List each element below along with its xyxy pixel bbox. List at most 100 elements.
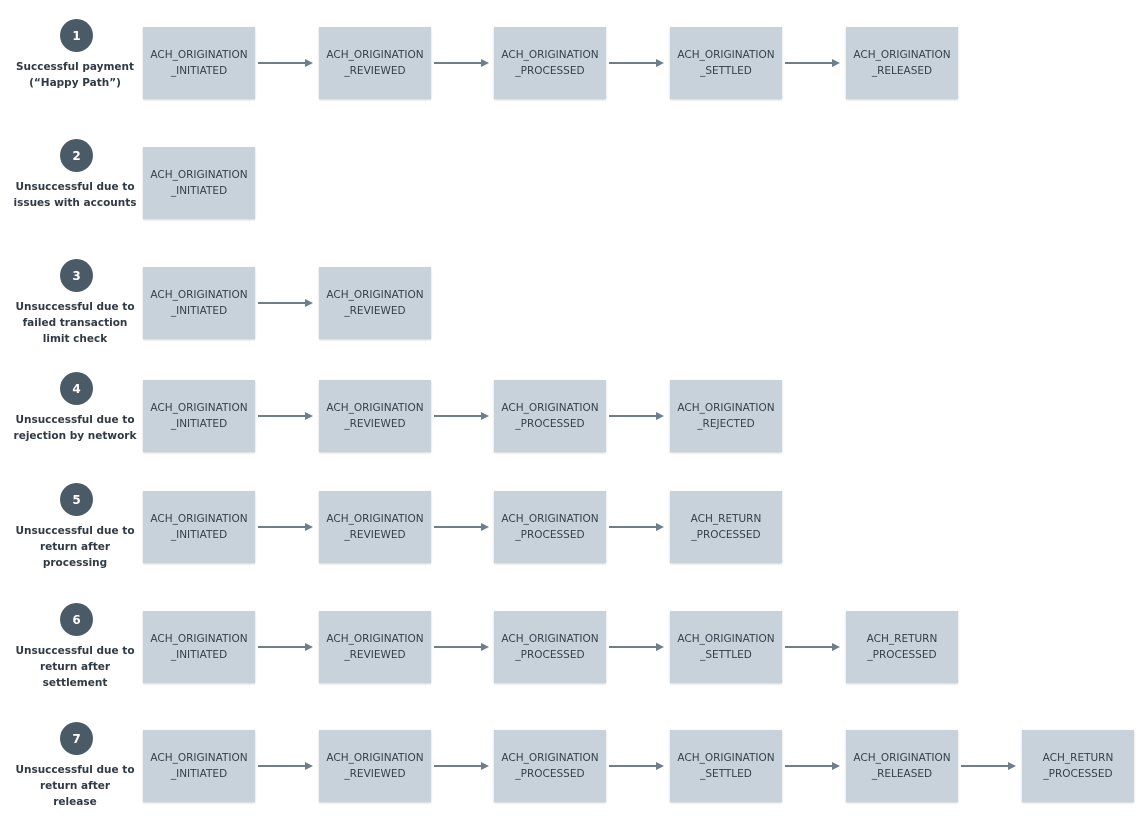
state-box: ACH_ORIGINATION_REJECTED <box>670 380 782 452</box>
state-name-line: _INITIATED <box>170 185 228 197</box>
flow-label-line: rejection by network <box>13 430 137 442</box>
arrow-right-icon <box>434 412 489 420</box>
flow-label: Successful payment(“Happy Path”) <box>10 59 140 91</box>
state-name-line: _PROCESSED <box>515 65 585 77</box>
state-name-line: _INITIATED <box>170 305 228 317</box>
flow-label-line: settlement <box>42 677 108 689</box>
flow-number-badge: 5 <box>60 483 93 516</box>
flow-label-line: Unsuccessful due to <box>15 645 135 657</box>
state-name-line: ACH_ORIGINATION <box>853 752 951 764</box>
state-name-line: ACH_ORIGINATION <box>150 633 248 645</box>
state-box: ACH_ORIGINATION_PROCESSED <box>494 380 606 452</box>
state-box: ACH_ORIGINATION _PROCESSED <box>494 27 606 99</box>
state-name-line: _REJECTED <box>697 418 755 430</box>
state-name-line: ACH_ORIGINATION <box>677 752 775 764</box>
state-name-line: _SETTLED <box>700 649 752 661</box>
flow-number-badge: 6 <box>60 603 93 636</box>
flow-label-line: Unsuccessful due to <box>15 414 135 426</box>
state-box: ACH_ORIGINATION _INITIATED <box>143 611 255 683</box>
flow-label-line: Unsuccessful due to <box>15 301 135 313</box>
state-name-line: _INITIATED <box>170 649 228 661</box>
state-box: ACH_RETURN _PROCESSED <box>1022 730 1134 802</box>
state-name-line: _REVIEWED <box>344 768 406 780</box>
arrow-right-icon <box>609 523 664 531</box>
arrow-right-icon <box>434 643 489 651</box>
arrow-right-icon <box>434 523 489 531</box>
state-name-line: ACH_ORIGINATION <box>501 752 599 764</box>
state-name-line: _INITIATED <box>170 529 228 541</box>
state-name-line: ACH_ORIGINATION <box>150 169 248 181</box>
state-name-line: _SETTLED <box>700 65 752 77</box>
state-box: ACH_ORIGINATION_INITIATED <box>143 380 255 452</box>
state-name-line: ACH_RETURN <box>1042 752 1114 764</box>
state-name-line: _INITIATED <box>170 65 228 77</box>
state-name-line: _INITIATED <box>170 768 228 780</box>
state-box: ACH_ORIGINATION _INITIATED <box>143 267 255 339</box>
state-name-line: _PROCESSED <box>515 418 585 430</box>
state-name-line: ACH_ORIGINATION <box>501 49 599 61</box>
state-name-line: ACH_ORIGINATION <box>326 633 424 645</box>
state-name-line: _SETTLED <box>700 768 752 780</box>
state-box: ACH_ORIGINATION _SETTLED <box>670 27 782 99</box>
state-name-line: ACH_ORIGINATION <box>501 513 599 525</box>
state-name-line: ACH_ORIGINATION <box>677 49 775 61</box>
flow-label: Unsuccessful due to failed transaction lim… <box>10 299 140 347</box>
state-box: ACH_ORIGINATION _REVIEWED <box>319 267 431 339</box>
state-box: ACH_ORIGINATION _INITIATED <box>143 27 255 99</box>
state-name-line: ACH_ORIGINATION <box>326 752 424 764</box>
flow-label-line: issues with accounts <box>13 197 137 209</box>
flow-label-line: failed transaction <box>22 317 128 329</box>
flow-label-line: return after <box>39 541 111 553</box>
flow-number-badge: 7 <box>60 722 93 755</box>
state-name-line: ACH_ORIGINATION <box>150 752 248 764</box>
state-name-line: _PROCESSED <box>1043 768 1113 780</box>
arrow-right-icon <box>785 762 840 770</box>
state-box: ACH_ORIGINATION_REVIEWED <box>319 27 431 99</box>
arrow-right-icon <box>258 412 313 420</box>
state-box: ACH_ORIGINATION_PROCESSED <box>494 491 606 563</box>
arrow-right-icon <box>434 762 489 770</box>
state-name-line: _REVIEWED <box>344 529 406 541</box>
state-box: ACH_ORIGINATION _PROCESSED <box>494 730 606 802</box>
state-name-line: _RELEASED <box>871 768 933 780</box>
flow-label-line: limit check <box>42 333 108 345</box>
flow-label-line: release <box>53 796 97 808</box>
arrow-right-icon <box>258 299 313 307</box>
state-box: ACH_RETURN_PROCESSED <box>670 491 782 563</box>
flow-label-line: (“Happy Path”) <box>29 77 121 89</box>
state-name-line: ACH_ORIGINATION <box>326 49 424 61</box>
flow-label-line: Unsuccessful due to <box>15 525 135 537</box>
state-name-line: ACH_ORIGINATION <box>326 289 424 301</box>
flow-number-badge: 1 <box>60 19 93 52</box>
arrow-right-icon <box>258 762 313 770</box>
state-box: ACH_ORIGINATION_RELEASED <box>846 27 958 99</box>
arrow-right-icon <box>609 412 664 420</box>
arrow-right-icon <box>609 762 664 770</box>
state-name-line: _REVIEWED <box>344 305 406 317</box>
state-name-line: _REVIEWED <box>344 418 406 430</box>
state-name-line: _REVIEWED <box>344 649 406 661</box>
arrow-right-icon <box>258 59 313 67</box>
state-box: ACH_ORIGINATION_REVIEWED <box>319 491 431 563</box>
state-name-line: _PROCESSED <box>515 768 585 780</box>
state-box: ACH_ORIGINATION_SETTLED <box>670 611 782 683</box>
state-name-line: _RELEASED <box>871 65 933 77</box>
state-name-line: ACH_ORIGINATION <box>501 633 599 645</box>
state-name-line: _INITIATED <box>170 418 228 430</box>
state-name-line: ACH_ORIGINATION <box>150 49 248 61</box>
flow-label-line: Unsuccessful due to <box>15 764 135 776</box>
state-name-line: ACH_ORIGINATION <box>150 289 248 301</box>
state-name-line: _PROCESSED <box>867 649 937 661</box>
arrow-right-icon <box>609 59 664 67</box>
arrow-right-icon <box>258 523 313 531</box>
